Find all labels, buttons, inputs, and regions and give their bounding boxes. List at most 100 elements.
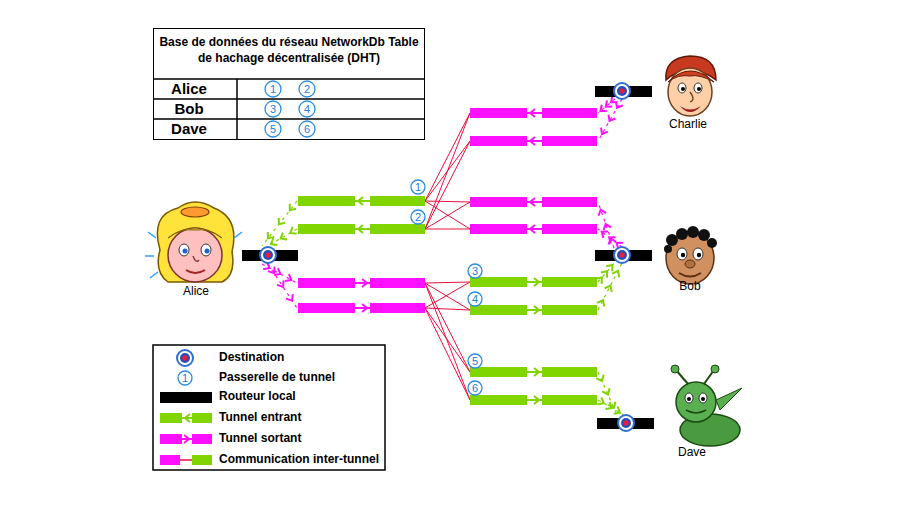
bob-figure: [664, 226, 717, 284]
router-trail: [598, 99, 622, 141]
tunnel-bar: [542, 367, 597, 377]
table-gateway-circle: [265, 81, 315, 137]
router-trail: [598, 229, 622, 247]
destination-symbol: [618, 415, 634, 431]
charlie-figure: [680, 106, 701, 112]
arrow-chevron: [596, 275, 605, 284]
alice-figure: [183, 249, 188, 254]
arrow-chevron: [276, 218, 285, 227]
arrow-chevron: [530, 137, 535, 145]
tunnel-bar: [542, 136, 597, 146]
alice-figure: [181, 207, 209, 217]
inter-tunnel-line: [425, 113, 470, 201]
arrow-chevron: [603, 100, 612, 109]
charlie-figure: [694, 83, 702, 93]
arrow-chevron: [534, 396, 539, 404]
router-trail: [262, 96, 624, 416]
legend-text: Routeur local: [219, 390, 296, 404]
destination-symbol: [177, 350, 193, 366]
arrow-chevron: [599, 128, 608, 136]
charlie-figure: [668, 71, 714, 82]
tunnel-bar: [542, 197, 597, 207]
callout-number: 4: [472, 293, 478, 306]
arrow-chevron: [602, 388, 611, 396]
arrow-chevron: [286, 294, 295, 303]
tunnel-bar: [470, 136, 527, 146]
person-name: Bob: [679, 280, 700, 294]
legend-sample: [180, 459, 192, 461]
callout-number: 6: [304, 123, 310, 136]
arrow-chevron: [288, 227, 296, 236]
tunnel-bar: [298, 108, 597, 405]
tunnel-bar: [542, 395, 597, 405]
table-grid: [236, 79, 238, 140]
destination-symbol: [614, 83, 630, 99]
bob-figure: [693, 248, 703, 260]
bob-figure: [679, 273, 701, 277]
arrow-chevron: [362, 304, 367, 312]
router-trail: [598, 262, 615, 282]
destination-symbol: [617, 86, 627, 96]
destination-symbol: [180, 353, 190, 363]
legend-text: Tunnel entrant: [219, 411, 301, 425]
local-router: [242, 250, 298, 261]
alice-figure: [145, 255, 154, 257]
arrow-chevron: [530, 225, 535, 233]
router-trail: [598, 372, 617, 415]
bob-figure: [664, 245, 672, 253]
arrow-chevron: [606, 262, 615, 271]
arrow-chevron: [606, 402, 614, 411]
arrow-chevron: [597, 397, 605, 406]
callout-number: 6: [472, 382, 478, 395]
arrow-chevron: [358, 225, 363, 233]
tunnel-bar: [298, 196, 355, 206]
router-trail: [266, 229, 297, 247]
callout-number: 4: [304, 103, 310, 116]
local-router: [595, 86, 652, 97]
charlie-figure: [690, 92, 693, 102]
inter-tunnel-line: [425, 308, 470, 372]
dave-figure: [711, 365, 719, 373]
destination-symbol: [263, 250, 273, 260]
arrow-chevron: [285, 274, 293, 283]
dave-figure: [699, 393, 707, 403]
arrow-chevron: [597, 208, 606, 215]
tunnel-bar: [542, 277, 597, 287]
inter-tunnel-line: [425, 283, 470, 372]
table-grid: [153, 79, 425, 140]
gateway-callout-circle: [468, 354, 482, 368]
arrow-chevron: [534, 306, 539, 314]
dave-figure: [687, 397, 691, 401]
inter-tunnel-line: [425, 113, 470, 400]
bob-figure: [676, 228, 688, 240]
legend-sample: [160, 455, 180, 465]
person-name: Alice: [183, 285, 209, 299]
callout-number: 2: [415, 211, 421, 224]
dave-figure: [671, 365, 679, 373]
inter-tunnel-line: [425, 113, 470, 229]
router-trail: [262, 201, 297, 246]
alice-figure: [193, 256, 199, 261]
bob-figure: [681, 253, 685, 257]
table-grid: [153, 118, 425, 120]
legend-swatch: [160, 392, 212, 403]
person-name: Dave: [678, 446, 706, 460]
inter-tunnel-line: [425, 229, 470, 230]
tunnel-bar: [470, 305, 527, 315]
tunnel-bar: [470, 197, 527, 207]
alice-figure: [150, 272, 158, 278]
callout-number: 3: [472, 265, 478, 278]
alice-figure: [179, 244, 189, 256]
arrow-chevron: [598, 105, 607, 114]
gateway-callout-circle: [468, 381, 482, 395]
legend-text: Tunnel sortant: [219, 432, 301, 446]
inter-tunnel-line: [425, 282, 470, 308]
alice-figure: [201, 244, 211, 256]
inter-tunnel-line: [425, 141, 470, 229]
destination-symbol: [621, 418, 631, 428]
dave-figure: [686, 410, 706, 413]
arrow-chevron: [596, 375, 605, 383]
destination-symbol: [619, 88, 625, 94]
tunnel-bar: [542, 224, 597, 234]
tunnel-bar: [470, 224, 527, 234]
